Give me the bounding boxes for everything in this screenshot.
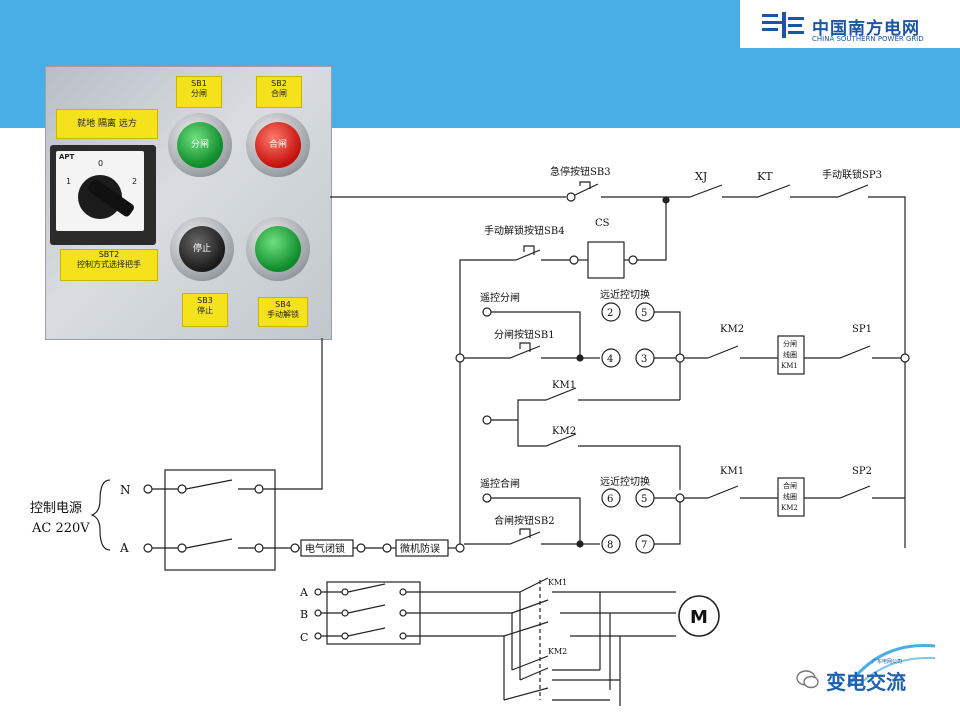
micro-interlock-label: 微机防误 bbox=[400, 542, 440, 555]
manual-unlock-label: 手动解锁按钮SB4 bbox=[484, 224, 565, 237]
terminal-n-label: N bbox=[120, 483, 131, 497]
wechat-icon bbox=[796, 670, 819, 689]
switch-rl-1-label: 远近控切换 bbox=[600, 288, 650, 301]
xj-label: XJ bbox=[695, 170, 707, 183]
close-coil-line3: KM2 bbox=[781, 504, 798, 512]
label-sb4-text: 手动解锁 bbox=[267, 310, 299, 319]
close-button-label: 合闸按钮SB2 bbox=[494, 514, 555, 527]
cs-box bbox=[587, 241, 625, 279]
power-km2-label: KM2 bbox=[548, 647, 567, 656]
terminal-6: 6 bbox=[607, 494, 613, 505]
terminal-a-label: A bbox=[119, 541, 129, 555]
selector-pos-1: 1 bbox=[66, 177, 72, 186]
selector-mode-label: 就地 隔离 远方 bbox=[56, 109, 158, 139]
source-voltage: AC 220V bbox=[31, 521, 90, 536]
terminal-8: 8 bbox=[607, 540, 613, 551]
open-button-green[interactable]: 分闸 bbox=[177, 122, 223, 168]
remote-open-label: 遥控分闸 bbox=[480, 291, 520, 304]
open-coil-line1: 分闸 bbox=[783, 339, 797, 348]
phase-b-label: B bbox=[300, 608, 308, 621]
power-circuit: A B C KM1 KM2 M bbox=[299, 577, 720, 706]
close-coil-line2: 线圈 bbox=[783, 492, 797, 501]
wire-xj-kt-sp3 bbox=[689, 184, 906, 548]
terminal-4: 4 bbox=[607, 354, 613, 365]
label-sbt2-code: SBT2 bbox=[98, 250, 120, 259]
source-bracket bbox=[90, 479, 111, 551]
switch-rl-2-label: 远近控切换 bbox=[600, 475, 650, 488]
label-sb3-code: SB3 bbox=[197, 296, 213, 305]
phase-a-label: A bbox=[299, 586, 309, 599]
csg-logo-icon bbox=[762, 12, 804, 38]
brand-name-cn: 中国南方电网 bbox=[812, 19, 920, 39]
open-coil-box bbox=[777, 335, 805, 375]
kt-label: KT bbox=[757, 170, 773, 183]
terminal-3: 3 bbox=[641, 354, 647, 365]
selector-pos-2: 2 bbox=[132, 177, 138, 186]
open-coil-line2: 线圈 bbox=[783, 350, 797, 359]
open-button-label: 分闸按钮SB1 bbox=[494, 328, 555, 341]
wire-left-bus bbox=[459, 259, 516, 544]
remote-close-label: 遥控合闸 bbox=[480, 477, 520, 490]
label-sb1: SB1 分闸 bbox=[176, 76, 222, 108]
selector-pos-0: 0 bbox=[98, 159, 104, 168]
terminal-7: 7 bbox=[641, 540, 647, 551]
terminal-5-bottom: 5 bbox=[641, 494, 647, 505]
label-sb4: SB4 手动解锁 bbox=[258, 297, 308, 327]
watermark-text: 变电交流 bbox=[826, 670, 906, 694]
control-panel-photo: 就地 隔离 远方 APT 0 1 2 SBT2 控制方式选择把手 SB1 分闸 … bbox=[45, 66, 332, 340]
close-coil-box bbox=[777, 477, 805, 517]
watermark-logo-icon bbox=[846, 644, 936, 687]
selector-switch: APT 0 1 2 bbox=[50, 145, 156, 245]
wire-panel-down bbox=[262, 338, 323, 490]
open-coil-line3: KM1 bbox=[781, 362, 798, 370]
manual-interlock-label: 手动联锁SP3 bbox=[822, 168, 882, 181]
motor-symbol bbox=[678, 595, 720, 637]
brand-name-en: CHINA SOUTHERN POWER GRID bbox=[812, 35, 924, 43]
label-sb2: SB2 合闸 bbox=[256, 76, 302, 108]
stop-button-black[interactable]: 停止 bbox=[179, 226, 225, 272]
label-sbt2-text: 控制方式选择把手 bbox=[77, 260, 141, 269]
km2-contact-top-label: KM2 bbox=[720, 324, 744, 335]
sp1-label: SP1 bbox=[852, 324, 872, 335]
selector-brand: APT bbox=[59, 153, 75, 161]
unlock-button-green[interactable] bbox=[255, 226, 301, 272]
motor-label: M bbox=[690, 607, 708, 628]
terminal-5-top: 5 bbox=[641, 308, 647, 319]
label-sb1-text: 分闸 bbox=[191, 89, 207, 98]
logo-area bbox=[740, 0, 960, 48]
label-sb3: SB3 停止 bbox=[182, 293, 228, 327]
label-sb3-text: 停止 bbox=[197, 306, 213, 315]
km2-branch-label: KM2 bbox=[552, 426, 576, 437]
phase-c-label: C bbox=[300, 631, 308, 644]
power-km1-label: KM1 bbox=[548, 578, 567, 587]
cs-label: CS bbox=[595, 218, 610, 229]
label-sb1-code: SB1 bbox=[191, 79, 207, 88]
label-sbt2: SBT2 控制方式选择把手 bbox=[60, 249, 158, 281]
label-sb2-text: 合闸 bbox=[271, 89, 287, 98]
watermark-small: 广东电网公司 bbox=[872, 659, 903, 665]
estop-label: 急停按钮SB3 bbox=[550, 165, 611, 178]
electric-interlock-label: 电气闭锁 bbox=[305, 542, 345, 555]
label-sb2-code: SB2 bbox=[271, 79, 287, 88]
label-sb4-code: SB4 bbox=[275, 300, 291, 309]
close-coil-line1: 合闸 bbox=[783, 481, 797, 490]
sp2-label: SP2 bbox=[852, 466, 872, 477]
close-button-red[interactable]: 合闸 bbox=[255, 122, 301, 168]
breaker-box bbox=[164, 469, 276, 571]
terminal-2: 2 bbox=[607, 308, 613, 319]
source-label: 控制电源 bbox=[30, 501, 82, 516]
estop-switch: 急停按钮SB3 bbox=[550, 165, 690, 202]
km1-branch-label: KM1 bbox=[552, 380, 576, 391]
selector-face: APT 0 1 2 bbox=[56, 151, 144, 231]
km1-contact-bottom-label: KM1 bbox=[720, 466, 744, 477]
